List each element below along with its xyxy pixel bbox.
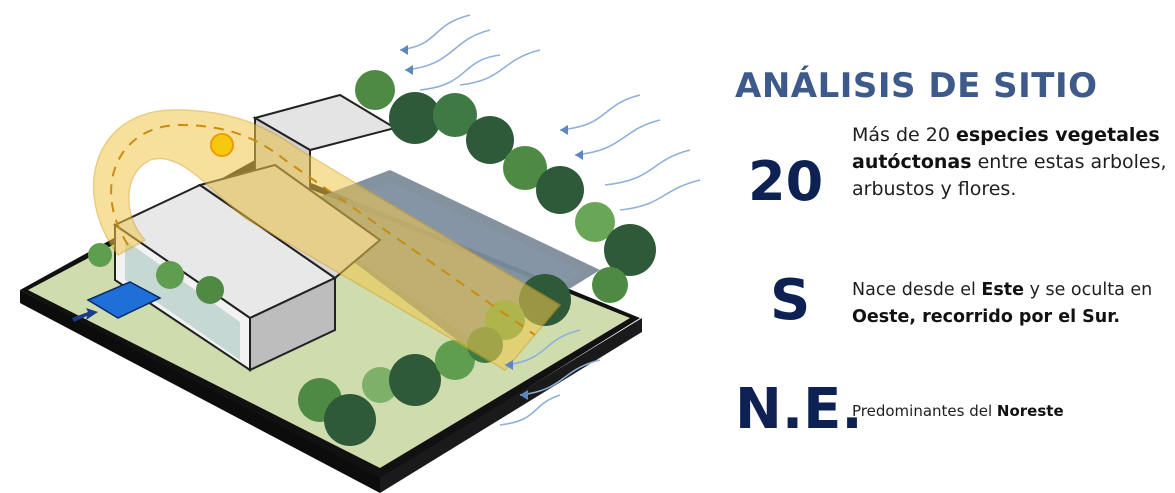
wind-arrows: [399, 14, 701, 426]
entry-arrow-icon: [72, 308, 98, 322]
site-analysis-illustration: [20, 14, 701, 493]
sun-description: Nace desde el Este y se oculta en Oeste,…: [852, 277, 1172, 331]
wind-direction: N.E.: [735, 377, 863, 442]
sun-text-1: Nace desde el: [852, 280, 982, 300]
sun-direction: S: [770, 268, 811, 333]
sun-icon: [210, 133, 234, 157]
platform-edge-side-right: [380, 318, 642, 493]
vegetation-text-1: Más de 20: [852, 124, 956, 146]
platform-edge-side: [20, 290, 380, 493]
wind-text-1: Predominantes del: [852, 402, 997, 420]
house-wall-side: [249, 276, 336, 372]
vegetation-description: Más de 20 especies vegetales autóctonas …: [852, 122, 1172, 203]
house-glazing: [125, 240, 240, 360]
wind-description: Predominantes del Noreste: [852, 398, 1172, 425]
vegetation-text-2: especies vegetales autóctonas: [852, 124, 1160, 173]
vegetation-count: 20: [748, 150, 824, 213]
vegetation-text-3: entre estas arboles, arbustos y flores.: [852, 151, 1167, 200]
sun-text-3: y se oculta en: [1024, 280, 1153, 300]
sun-path: [93, 109, 562, 371]
pool: [86, 281, 162, 319]
wind-text-2: Noreste: [996, 402, 1064, 420]
sun-text-2: Este: [981, 280, 1024, 300]
wind-arrow-heads: [400, 45, 583, 400]
page-title: ANÁLISIS DE SITIO: [735, 66, 1098, 106]
sun-text-4: Oeste, recorrido por el Sur.: [852, 307, 1121, 327]
